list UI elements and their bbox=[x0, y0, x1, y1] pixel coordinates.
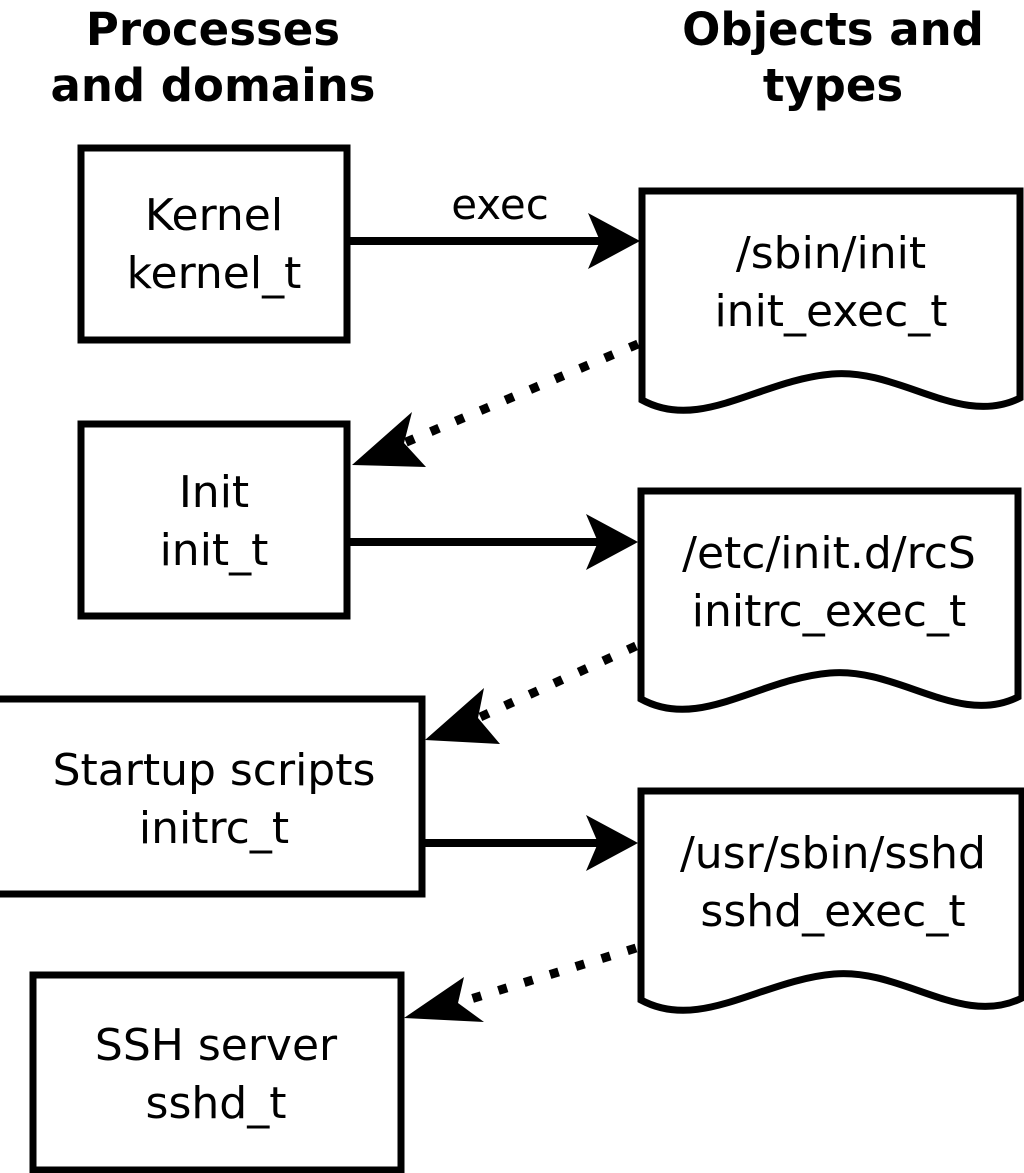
edge-initrc-to-sshd-exec bbox=[425, 815, 638, 871]
node-sshd-exec-document-shape[interactable] bbox=[637, 787, 1024, 1014]
edge-initrc-to-sshd-exec-arrowhead bbox=[586, 815, 638, 871]
node-init-exec-document-shape[interactable] bbox=[638, 187, 1024, 414]
node-sshd-box[interactable] bbox=[29, 971, 405, 1173]
node-initrc-exec-line2: initrc_exec_t bbox=[692, 586, 966, 637]
node-init-line2: init_t bbox=[160, 525, 269, 576]
node-init-exec-line2: init_exec_t bbox=[714, 286, 947, 337]
column-header-processes-line2: and domains bbox=[51, 59, 376, 112]
edge-initrc-exec-to-initrc-arrowhead bbox=[425, 688, 500, 744]
node-sshd-line2: sshd_t bbox=[146, 1078, 287, 1129]
edge-initrc-exec-to-initrc bbox=[425, 641, 638, 744]
edge-init-exec-to-init bbox=[352, 339, 640, 467]
node-sshd-exec-line2: sshd_exec_t bbox=[700, 886, 965, 937]
node-init-exec[interactable]: /sbin/init init_exec_t bbox=[638, 187, 1024, 414]
node-init-exec-line1: /sbin/init bbox=[736, 228, 926, 279]
node-initrc-box[interactable] bbox=[0, 695, 426, 898]
node-sshd[interactable]: SSH server sshd_t bbox=[29, 971, 405, 1173]
node-initrc-exec-line1: /etc/init.d/rcS bbox=[682, 528, 976, 579]
column-header-objects-line1: Objects and bbox=[682, 3, 984, 56]
node-init-box[interactable] bbox=[77, 420, 351, 620]
column-header-processes: Processes and domains bbox=[51, 3, 376, 112]
edge-initrc-exec-to-initrc-line bbox=[476, 641, 638, 723]
edge-label-exec: exec bbox=[451, 180, 549, 229]
node-kernel-line1: Kernel bbox=[145, 190, 283, 241]
edge-init-to-initrc-exec bbox=[350, 514, 638, 570]
edge-init-to-initrc-exec-arrowhead bbox=[586, 514, 638, 570]
node-sshd-exec-line1: /usr/sbin/sshd bbox=[680, 828, 986, 879]
column-header-processes-line1: Processes bbox=[86, 3, 340, 56]
node-kernel-box[interactable] bbox=[77, 144, 351, 344]
node-initrc-line1: Startup scripts bbox=[53, 745, 376, 796]
column-header-objects-line2: types bbox=[763, 59, 903, 112]
edge-kernel-to-init-exec: exec bbox=[350, 180, 640, 269]
edge-init-exec-to-init-line bbox=[402, 339, 640, 448]
node-sshd-exec[interactable]: /usr/sbin/sshd sshd_exec_t bbox=[637, 787, 1024, 1014]
node-initrc-exec[interactable]: /etc/init.d/rcS initrc_exec_t bbox=[637, 487, 1022, 713]
node-initrc-line2: initrc_t bbox=[139, 803, 289, 854]
node-sshd-line1: SSH server bbox=[95, 1020, 338, 1071]
node-initrc[interactable]: Startup scripts initrc_t bbox=[0, 695, 426, 898]
edge-kernel-to-init-exec-arrowhead bbox=[588, 213, 640, 269]
column-header-objects: Objects and types bbox=[682, 3, 984, 112]
node-kernel[interactable]: Kernel kernel_t bbox=[77, 144, 351, 344]
node-init-line1: Init bbox=[179, 467, 249, 518]
node-init[interactable]: Init init_t bbox=[77, 420, 351, 620]
edge-init-exec-to-init-arrowhead bbox=[352, 412, 426, 467]
node-kernel-line2: kernel_t bbox=[127, 248, 302, 299]
edge-sshd-exec-to-sshd-line bbox=[456, 943, 638, 1008]
edge-sshd-exec-to-sshd bbox=[404, 943, 638, 1022]
edge-sshd-exec-to-sshd-arrowhead bbox=[404, 977, 484, 1022]
node-initrc-exec-document-shape[interactable] bbox=[637, 487, 1022, 713]
